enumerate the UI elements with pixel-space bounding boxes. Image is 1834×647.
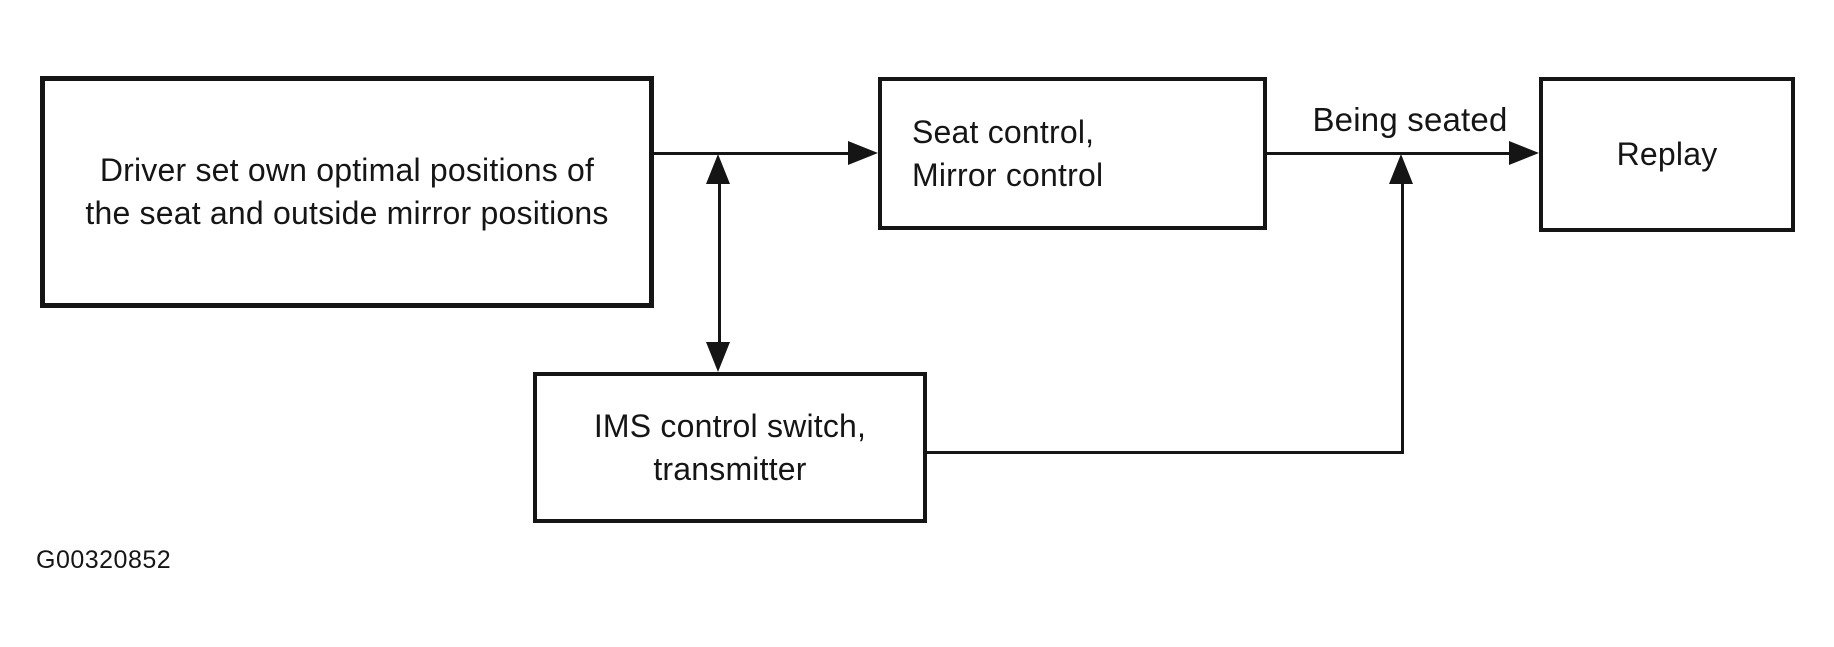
node-ims-control-switch: IMS control switch, transmitter [533,372,927,523]
arrowhead-up-icon [1389,154,1413,184]
node-seat-mirror-control: Seat control, Mirror control [878,77,1267,230]
node-replay-label: Replay [1616,136,1718,172]
edge-ims-horizontal-line [927,451,1404,454]
node-ims-control-switch-label: IMS control switch, transmitter [594,405,866,491]
node-seat-mirror-control-label: Seat control, Mirror control [882,111,1103,197]
edge-label-being-seated: Being seated [1312,101,1508,138]
node-driver-positions-label: Driver set own optimal positions of the … [85,149,608,235]
edge-seat-to-replay-line [1267,152,1512,155]
figure-code: G00320852 [36,546,172,574]
ims-label-line1: IMS control switch, [593,407,867,444]
edge-driver-to-seat-line [654,152,850,155]
edge-ims-vertical-line [1401,182,1404,453]
arrowhead-right-icon [848,141,878,165]
seat-control-label-line1: Seat control, [912,113,1095,150]
ims-label-line2: transmitter [653,450,807,487]
node-replay: Replay [1539,77,1795,232]
node-driver-positions: Driver set own optimal positions of the … [40,76,654,308]
edge-driver-ims-line [718,182,721,344]
seat-control-label-line2: Mirror control [912,156,1104,193]
arrowhead-down-icon [706,342,730,372]
driver-label-line1: Driver set own optimal positions of [99,152,595,188]
arrowhead-up-icon [706,154,730,184]
driver-label-line2: the seat and outside mirror positions [85,195,609,231]
arrowhead-right-icon [1509,141,1539,165]
